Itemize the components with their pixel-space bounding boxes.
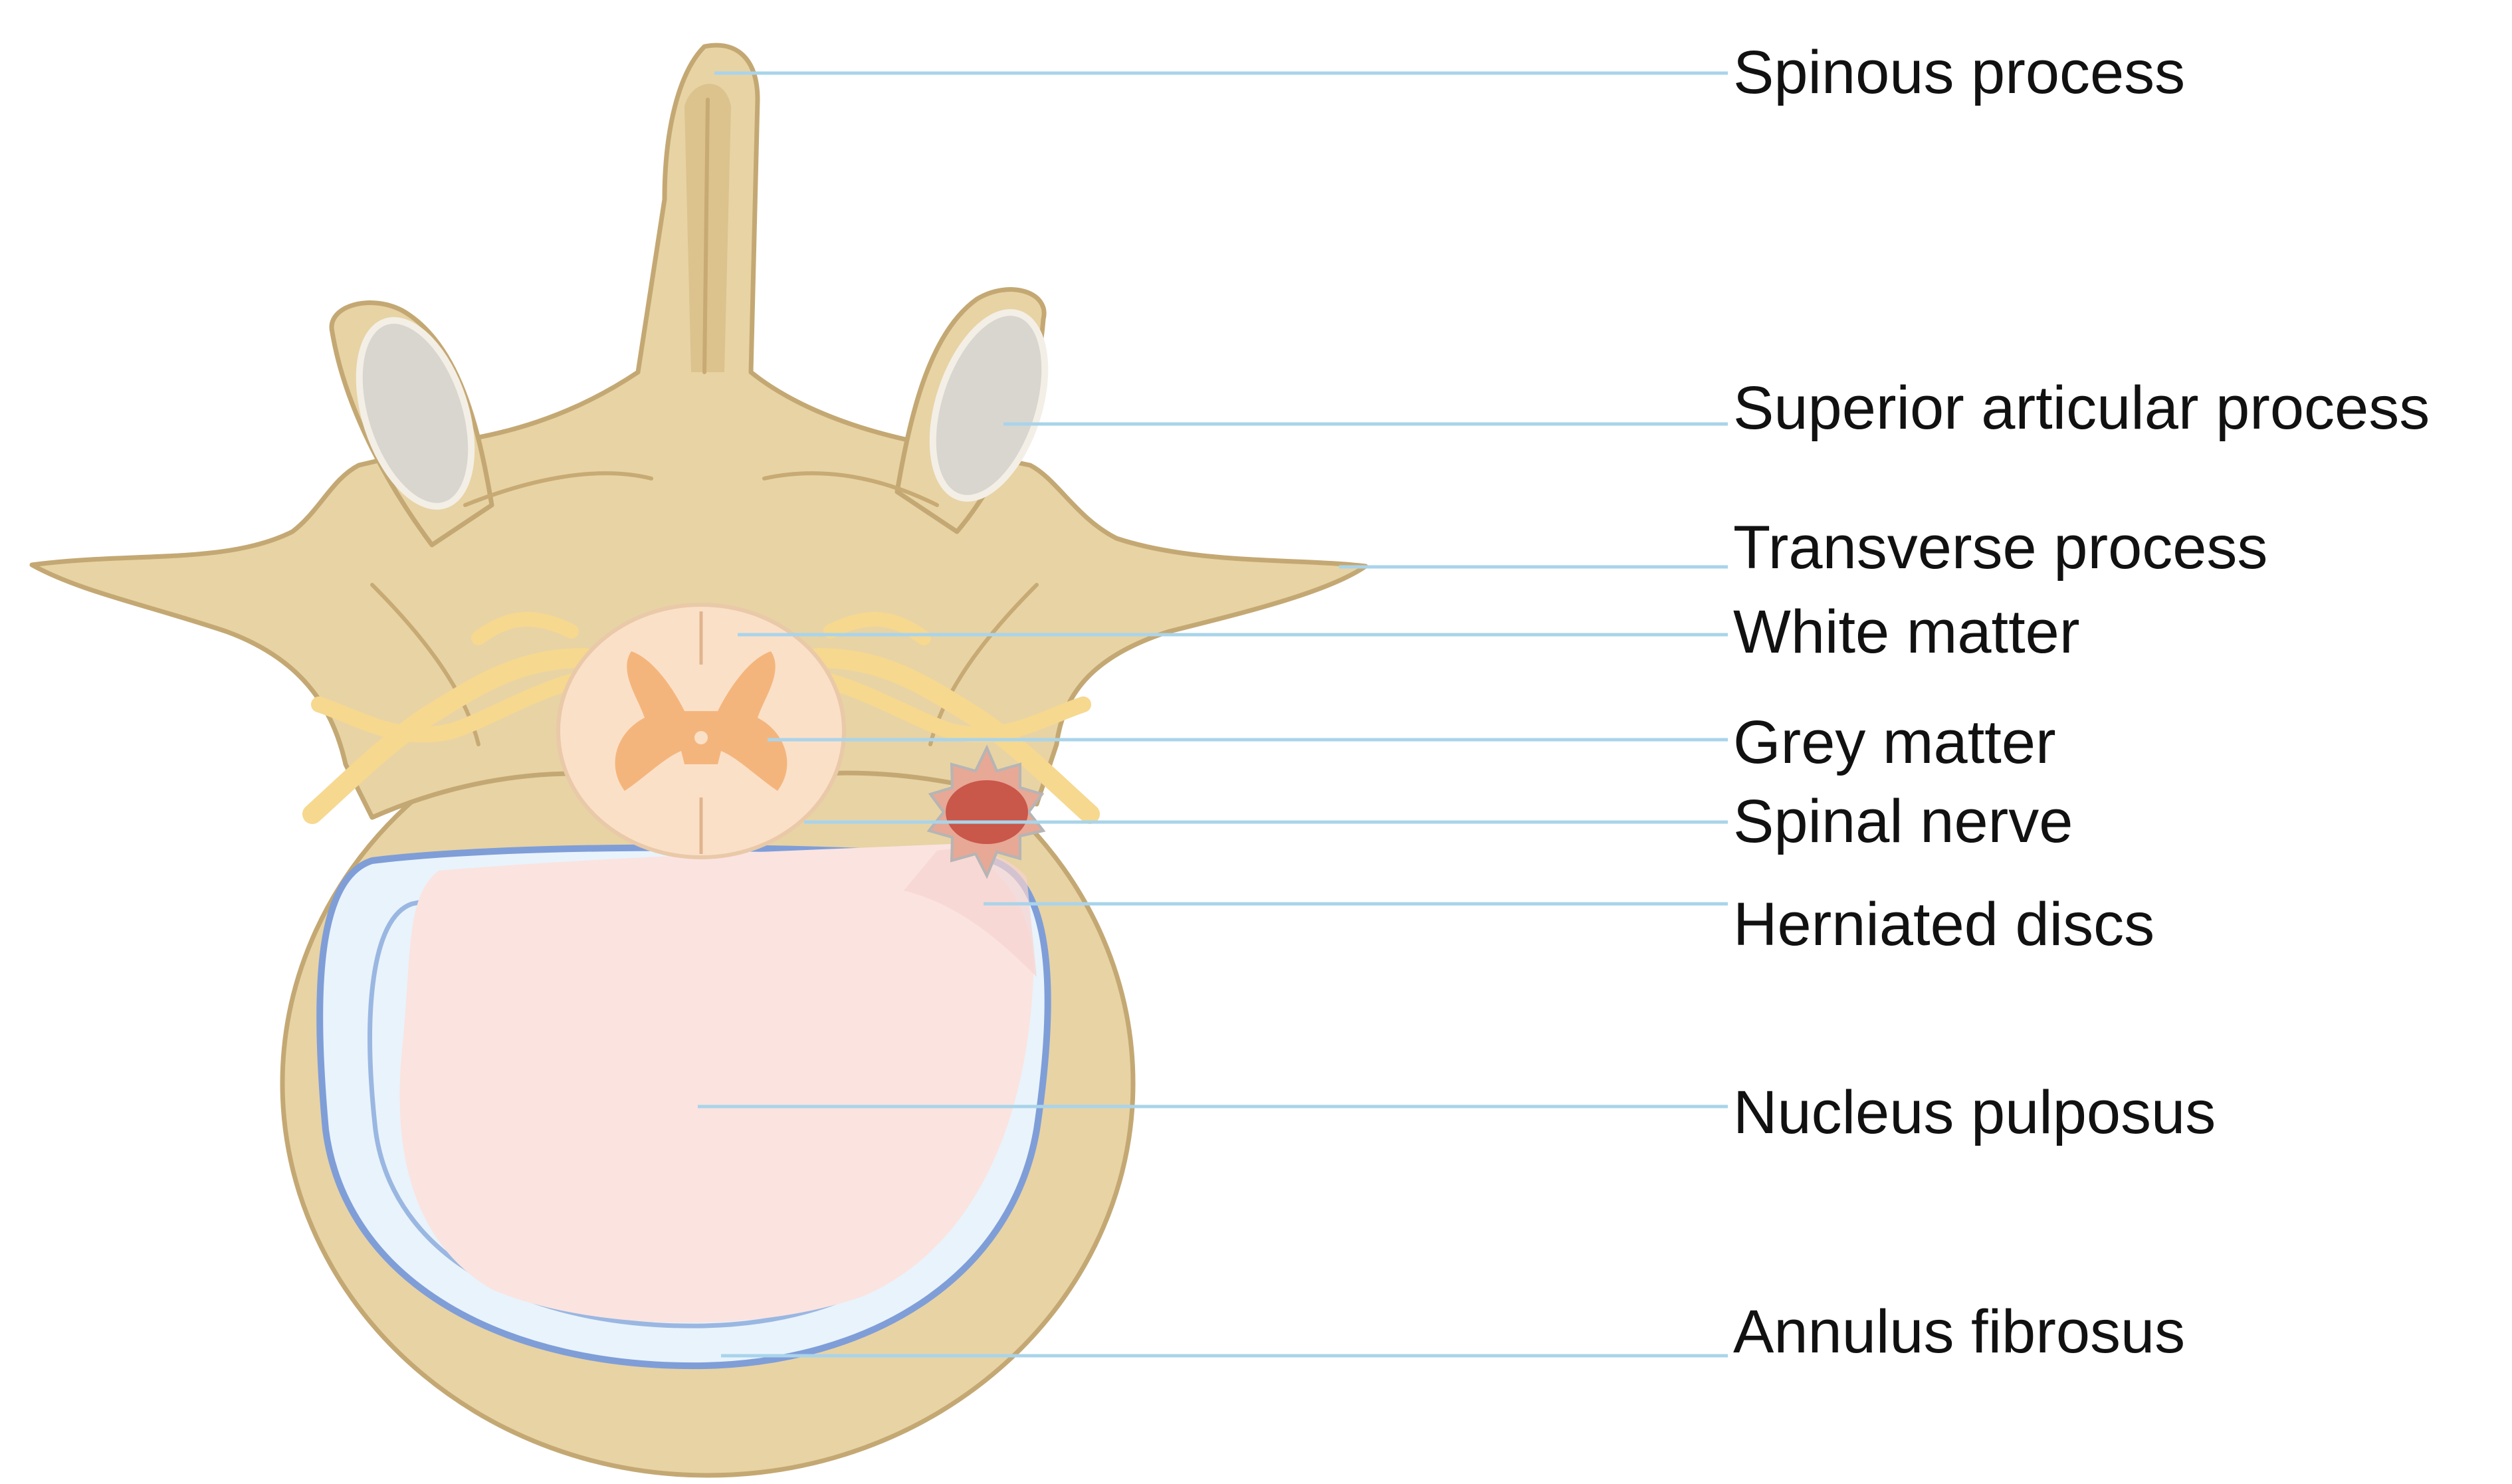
label-nucleus-pulposus: Nucleus pulposus <box>1733 1079 2216 1146</box>
label-spinous-process: Spinous process <box>1733 39 2185 106</box>
leader-lines <box>698 71 1728 1358</box>
vertebral-arch <box>29 43 1368 820</box>
label-grey-matter: Grey matter <box>1733 708 2056 776</box>
spinal-nerves <box>302 611 1100 824</box>
label-spinal-nerve: Spinal nerve <box>1733 788 2073 855</box>
label-annulus-fibrosus: Annulus fibrosus <box>1733 1298 2185 1366</box>
labels: Spinous process Superior articular proce… <box>1733 39 2430 1366</box>
label-superior-articular-process: Superior articular process <box>1733 374 2430 442</box>
label-white-matter: White matter <box>1733 598 2079 666</box>
nucleus-pulposus <box>399 844 1037 1323</box>
herniation-bulge <box>926 744 1046 879</box>
spinal-cord <box>556 603 846 859</box>
grey-matter-shape <box>615 651 787 791</box>
label-herniated-discs: Herniated discs <box>1733 891 2154 958</box>
label-transverse-process: Transverse process <box>1733 514 2267 582</box>
